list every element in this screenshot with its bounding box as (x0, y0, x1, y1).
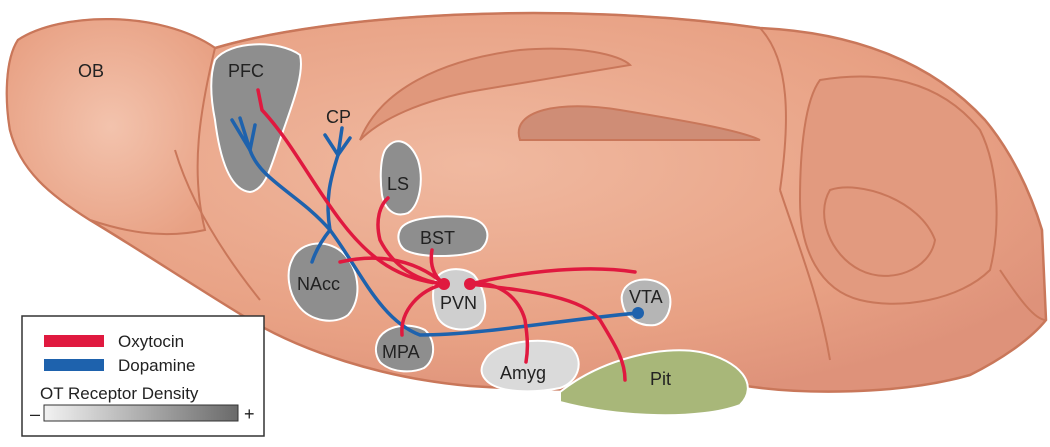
label-ls: LS (387, 174, 409, 194)
region-pfc (210, 43, 302, 194)
legend-plus: + (244, 404, 255, 424)
oxytocin-origin-pvn-left (438, 278, 450, 290)
region-ls (379, 140, 422, 216)
legend-density-title: OT Receptor Density (40, 384, 199, 403)
pituitary (559, 349, 749, 417)
legend-minus: – (30, 404, 40, 424)
label-bst: BST (420, 228, 455, 248)
dopamine-origin-vta (632, 307, 644, 319)
legend-oxytocin-swatch (44, 335, 104, 347)
label-pvn: PVN (440, 293, 477, 313)
legend-density-gradient (43, 404, 239, 422)
label-amyg: Amyg (500, 363, 546, 383)
label-nacc: NAcc (297, 274, 340, 294)
region-bst (397, 215, 489, 257)
label-mpa: MPA (382, 342, 420, 362)
label-pit: Pit (650, 369, 671, 389)
legend-oxytocin-label: Oxytocin (118, 332, 184, 351)
cortex-folds (174, 12, 1047, 361)
legend: Oxytocin Dopamine OT Receptor Density – … (21, 315, 265, 437)
label-vta: VTA (629, 287, 663, 307)
label-pfc: PFC (228, 61, 264, 81)
label-cp: CP (326, 107, 351, 127)
legend-dopamine-swatch (44, 359, 104, 371)
region-mpa (374, 324, 435, 373)
label-ob: OB (78, 61, 104, 81)
dopamine-pathways (230, 116, 640, 337)
legend-dopamine-label: Dopamine (118, 356, 196, 375)
oxytocin-origin-pvn-right (464, 278, 476, 290)
olfactory-bulb (5, 18, 217, 236)
region-amyg (480, 339, 580, 393)
